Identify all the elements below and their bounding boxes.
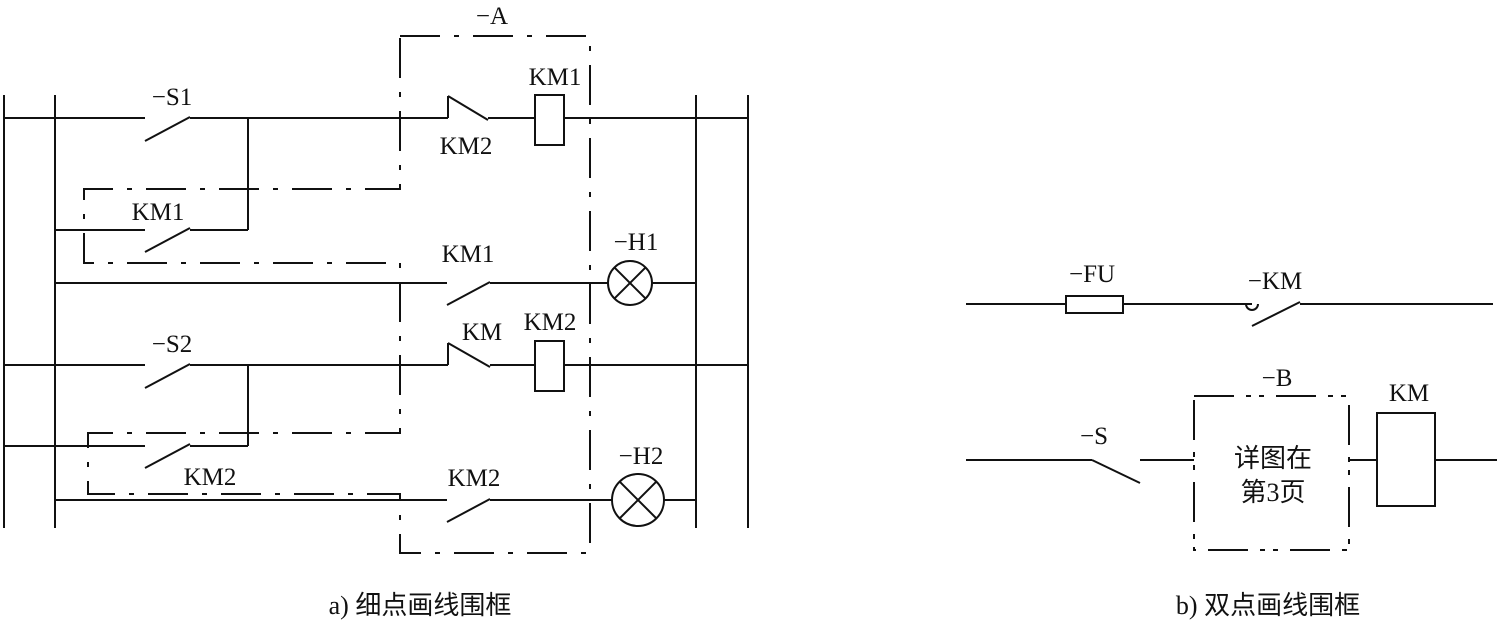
km-nc-contact xyxy=(447,342,491,368)
km2-lamp-contact xyxy=(446,498,491,523)
h1-lamp xyxy=(607,260,653,306)
s-contact xyxy=(1091,459,1141,484)
km2-nc-label: KM2 xyxy=(440,133,493,160)
km2-coil-label: KM2 xyxy=(524,309,577,336)
caption-b: b) 双点画线围框 xyxy=(1176,591,1360,620)
km2-lamp-contact-label: KM2 xyxy=(448,465,501,492)
km1-lamp-contact-label: KM1 xyxy=(442,241,495,268)
right-circuit: −FU −KM −S −B KM 详图在 第3页 b) 双点画线围框 xyxy=(966,261,1497,620)
h2-lamp xyxy=(611,473,665,527)
km1-lamp-contact xyxy=(446,281,491,306)
km1-coil xyxy=(534,94,565,146)
km1-hold-contact xyxy=(144,227,191,253)
km-coil xyxy=(1376,412,1436,507)
h1-label: −H1 xyxy=(614,229,659,256)
km2-hold-label: KM2 xyxy=(184,464,237,491)
km-contact-label: −KM xyxy=(1248,268,1302,295)
km-contact-blade xyxy=(1251,301,1301,327)
fu-label: −FU xyxy=(1069,261,1115,288)
km2-nc-contact xyxy=(447,95,489,121)
frame-b-label: −B xyxy=(1262,365,1293,392)
left-circuit: −A −S1 KM1 KM2 KM1 KM1 −H1 −S2 KM KM2 KM… xyxy=(3,3,749,620)
km-nc-label: KM xyxy=(462,319,502,346)
km2-hold-contact xyxy=(144,443,191,469)
s2-label: −S2 xyxy=(152,331,193,358)
frame-b xyxy=(1193,395,1350,551)
s2-contact xyxy=(144,363,191,389)
frame-b-text-line2: 第3页 xyxy=(1240,478,1305,507)
caption-a: a) 细点画线围框 xyxy=(329,591,512,620)
h2-label: −H2 xyxy=(619,443,664,470)
km-contact-arc xyxy=(1245,303,1259,311)
s-label: −S xyxy=(1080,423,1108,450)
km-coil-label: KM xyxy=(1389,380,1429,407)
frame-a xyxy=(83,35,591,554)
s1-label: −S1 xyxy=(152,84,193,111)
km2-coil xyxy=(534,340,565,392)
km1-hold-label: KM1 xyxy=(132,199,185,226)
frame-b-text-line1: 详图在 xyxy=(1234,444,1312,473)
frame-a-label: −A xyxy=(476,3,508,30)
fu-fuse xyxy=(1065,295,1124,314)
km1-coil-label: KM1 xyxy=(529,64,582,91)
s1-contact xyxy=(144,116,191,142)
